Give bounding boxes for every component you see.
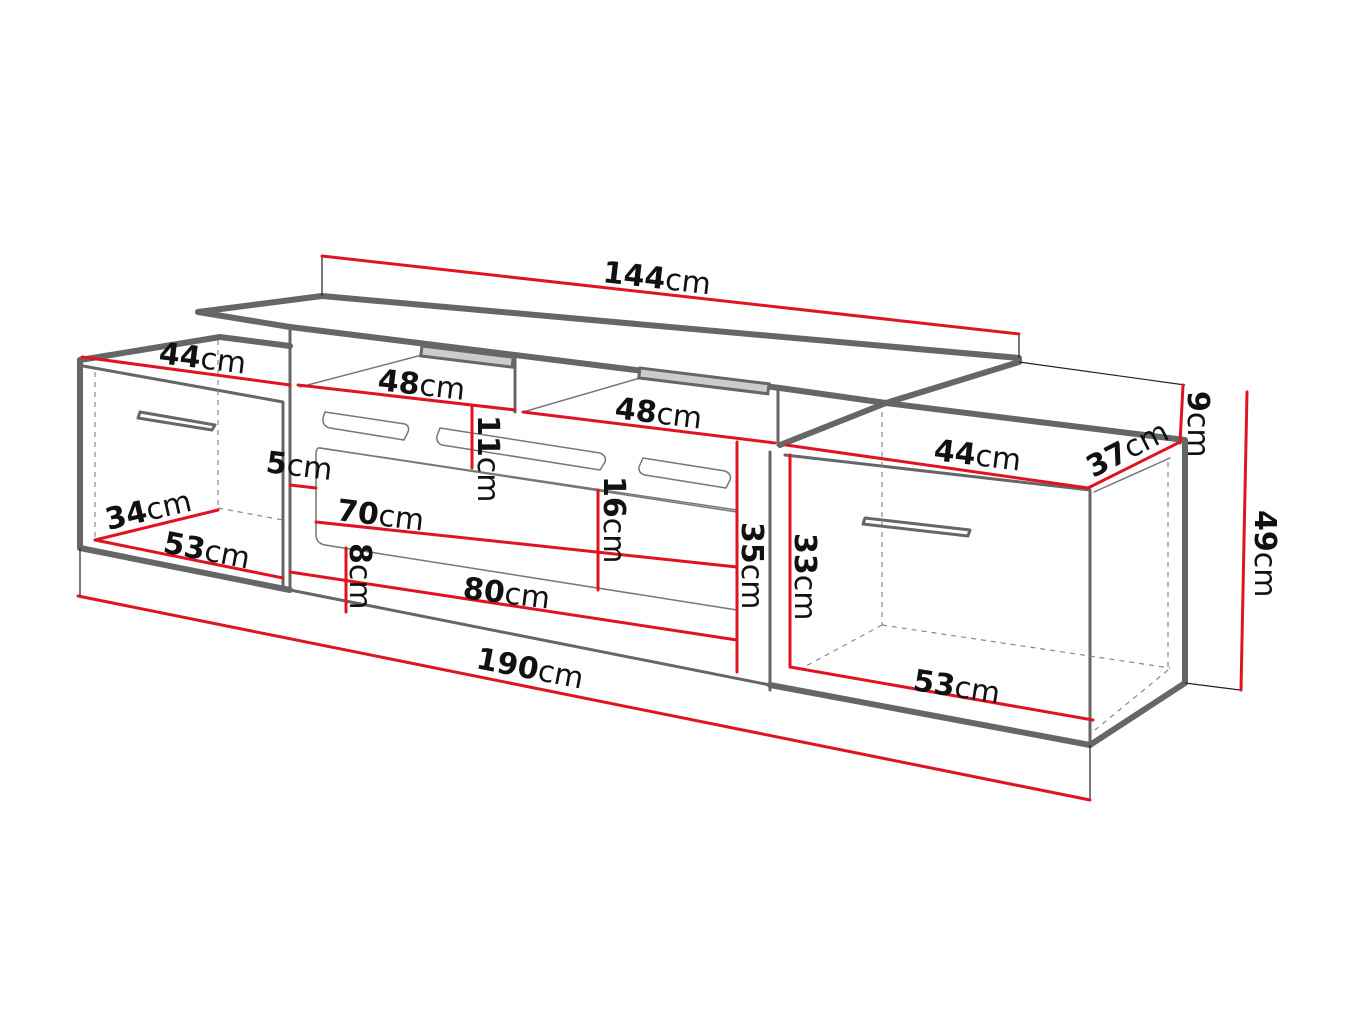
dim-line-144 — [320, 254, 1021, 336]
dim-line-right-48 — [521, 410, 777, 445]
dimension-labels: 144cm 44cm 34cm 53cm 48cm 48cm 11cm 5cm … — [102, 255, 1282, 711]
label-right-48: 48cm — [613, 391, 704, 436]
dim-line-37 — [1086, 441, 1180, 490]
label-144: 144cm — [601, 255, 713, 302]
label-49: 49cm — [1247, 510, 1282, 597]
dim-line-9 — [1178, 383, 1185, 445]
label-70: 70cm — [335, 493, 426, 538]
label-left-44: 44cm — [157, 336, 248, 381]
top-drawer-handle-3 — [638, 457, 732, 489]
label-left-53: 53cm — [160, 525, 253, 576]
dim-line-right-44 — [784, 443, 1090, 490]
label-right-44: 44cm — [932, 433, 1023, 478]
right-door-handle — [861, 516, 972, 538]
label-5: 5cm — [264, 445, 334, 488]
left-cabinet-door — [81, 364, 285, 590]
dimension-lines — [76, 254, 1249, 802]
dim-line-34 — [93, 508, 220, 542]
label-34: 34cm — [102, 484, 195, 538]
right-cabinet-outline — [777, 400, 1188, 748]
right-led-strip — [637, 366, 771, 396]
dim-line-left-53 — [93, 538, 285, 580]
middle-bottom-edge — [288, 588, 772, 687]
right-cabinet-door-edge — [783, 453, 1092, 747]
label-35: 35cm — [734, 522, 769, 609]
label-33: 33cm — [787, 533, 822, 620]
label-8: 8cm — [342, 543, 377, 610]
dim-line-190 — [76, 594, 1092, 802]
dim-line-49 — [1239, 390, 1249, 692]
left-cabinet-top-back — [77, 334, 293, 363]
label-16: 16cm — [596, 476, 631, 563]
label-11: 11cm — [470, 415, 505, 502]
lower-drawer-front — [315, 447, 738, 611]
dim-line-80 — [288, 570, 739, 642]
label-right-53: 53cm — [911, 663, 1003, 711]
dim-line-left-48 — [296, 383, 517, 412]
label-9: 9cm — [1180, 391, 1215, 458]
left-led-strip — [419, 344, 515, 369]
dim-line-70 — [314, 520, 739, 569]
top-drawer-handle-2 — [436, 427, 607, 471]
right-cabinet-bottom — [767, 682, 1093, 748]
top-shelf-front-edge — [195, 309, 889, 406]
dim-line-left-44 — [80, 355, 292, 387]
label-37: 37cm — [1081, 414, 1175, 485]
top-drawer-handle-1 — [322, 411, 410, 441]
furniture-outline — [77, 255, 1241, 800]
label-left-48: 48cm — [376, 363, 467, 408]
dim-line-right-53 — [788, 665, 1095, 722]
label-80: 80cm — [461, 571, 552, 616]
left-door-handle — [136, 410, 217, 432]
dim-line-5 — [288, 483, 318, 490]
